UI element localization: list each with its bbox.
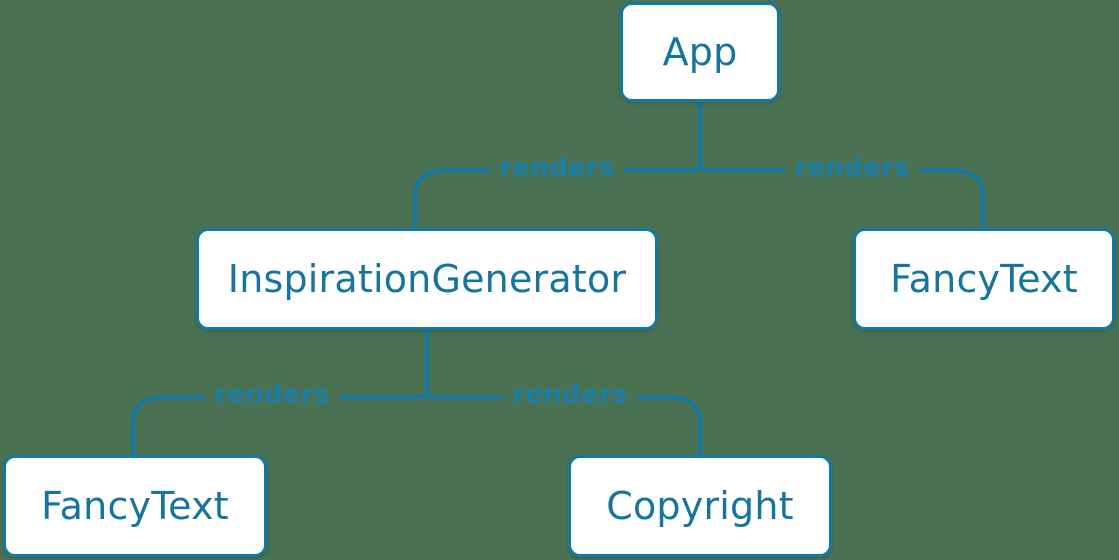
node-fancytext-right-label: FancyText xyxy=(890,257,1078,301)
node-inspiration-generator[interactable]: InspirationGenerator xyxy=(196,228,658,330)
node-inspiration-generator-label: InspirationGenerator xyxy=(227,257,627,301)
node-copyright-label: Copyright xyxy=(606,484,794,528)
edge-label-app-inspiration-generator: renders xyxy=(490,155,624,181)
edge-label-inspiration-generator-fancytext-left: renders xyxy=(205,382,339,408)
node-fancytext-left-label: FancyText xyxy=(41,484,229,528)
edge-label-app-fancytext-right: renders xyxy=(785,155,919,181)
node-app[interactable]: App xyxy=(620,2,780,102)
node-fancytext-left[interactable]: FancyText xyxy=(3,455,267,557)
edge-label-inspiration-generator-copyright: renders xyxy=(503,382,637,408)
node-fancytext-right[interactable]: FancyText xyxy=(853,228,1115,330)
node-app-label: App xyxy=(662,30,738,74)
node-copyright[interactable]: Copyright xyxy=(568,455,832,557)
